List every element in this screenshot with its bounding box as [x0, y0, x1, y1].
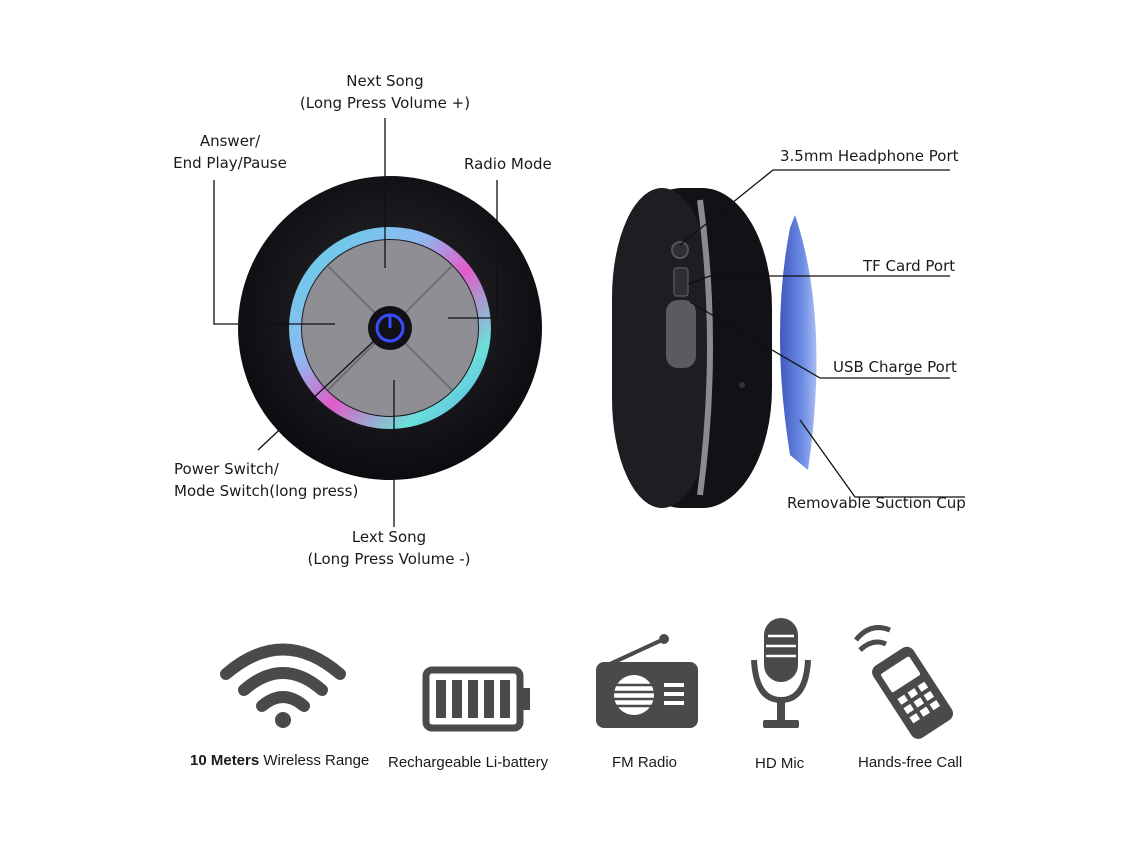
- speaker-side: [612, 188, 817, 508]
- speaker-front: [238, 176, 542, 480]
- battery-icon: [422, 666, 530, 732]
- answer-subtitle: End Play/Pause: [173, 154, 287, 172]
- power-switch-subtitle: Mode Switch(long press): [174, 482, 359, 500]
- feature-hd-mic: HD Mic: [755, 755, 805, 772]
- phone-icon: [854, 625, 954, 739]
- headphone-port-label: 3.5mm Headphone Port: [780, 147, 959, 165]
- power-switch-title: Power Switch/: [174, 460, 279, 478]
- usb-charge-port-label: USB Charge Port: [833, 358, 957, 376]
- answer-label: Answer/ End Play/Pause: [165, 130, 295, 174]
- feature-battery: Rechargeable Li-battery: [388, 754, 549, 771]
- feature-hands-free: Hands-free Call: [858, 754, 963, 771]
- radio-mode-label: Radio Mode: [464, 155, 552, 173]
- front-leader-lines: [213, 118, 498, 527]
- prev-song-title: Lext Song: [351, 528, 427, 546]
- radio-icon: [596, 634, 698, 728]
- answer-title: Answer/: [199, 132, 261, 150]
- next-song-label: Next Song (Long Press Volume +): [296, 70, 474, 114]
- tf-card-port-label: TF Card Port: [863, 257, 956, 275]
- feature-fm-radio: FM Radio: [612, 754, 678, 771]
- prev-song-label: Lext Song (Long Press Volume -): [300, 526, 478, 570]
- microphone-icon: [751, 618, 811, 728]
- feature-wireless-range: 10 Meters Wireless Range: [190, 752, 369, 769]
- feature-wireless-range-text: Wireless Range: [263, 752, 370, 769]
- feature-wireless-range-bold: 10 Meters: [190, 752, 260, 769]
- prev-song-subtitle: (Long Press Volume -): [307, 550, 471, 568]
- side-leader-lines: [679, 169, 965, 498]
- suction-cup-label: Removable Suction Cup: [787, 494, 966, 512]
- next-song-subtitle: (Long Press Volume +): [299, 94, 471, 112]
- power-switch-label: Power Switch/ Mode Switch(long press): [174, 458, 358, 502]
- next-song-title: Next Song: [346, 72, 424, 90]
- wifi-icon: [220, 643, 346, 728]
